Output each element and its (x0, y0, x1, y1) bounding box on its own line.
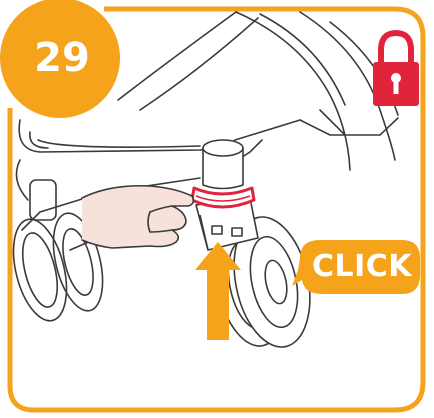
lock-collar (192, 188, 254, 207)
lock-icon (373, 33, 419, 106)
step-number: 29 (24, 34, 100, 82)
hand-illustration (82, 186, 193, 248)
click-label: CLICK (304, 246, 420, 288)
